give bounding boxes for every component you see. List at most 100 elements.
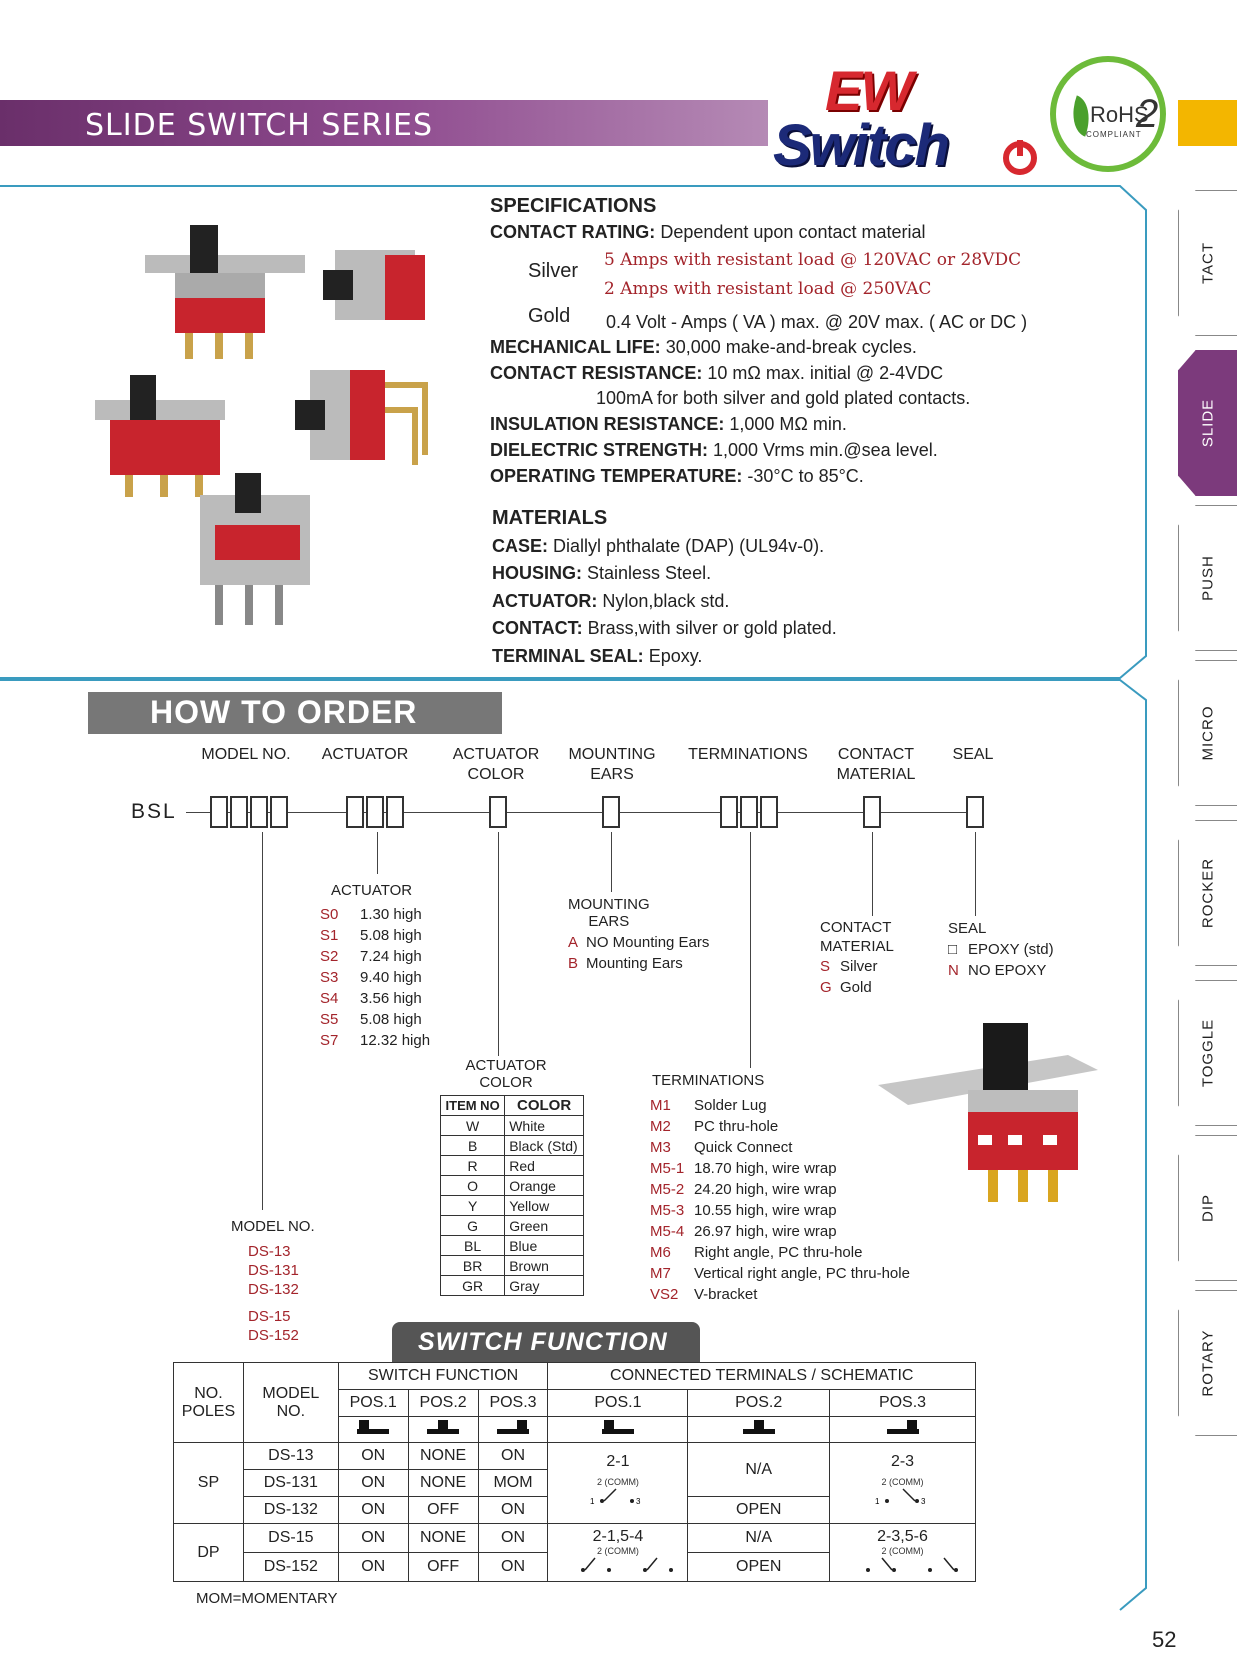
rohs-badge: RoHS 2 COMPLIANT [1050, 56, 1166, 172]
table-row: DS-152 ON OFF ON OPEN [174, 1552, 976, 1582]
tab-dip[interactable]: DIP [1178, 1135, 1237, 1281]
term-box-1 [720, 796, 738, 828]
hdr-seal: SEAL [952, 746, 994, 763]
actuator-color-leader [498, 832, 499, 1056]
gold-rating: 0.4 Volt - Amps ( VA ) max. @ 20V max. (… [606, 312, 1028, 332]
switch-photo-1 [145, 225, 305, 359]
product-photos [95, 225, 428, 625]
power-icon [1003, 140, 1037, 175]
terminations-title: TERMINATIONS [652, 1072, 765, 1089]
materials: MATERIALS CASE: Diallyl phthalate (DAP) … [492, 507, 837, 666]
brand-logo-bottom: Switch [773, 113, 950, 178]
mounting-leader [611, 832, 612, 892]
svg-text:1: 1 [590, 1497, 595, 1505]
actuator-center-icon [742, 1420, 775, 1434]
dp-pos3-schematic: 2-3,5-6 2 (COMM) [829, 1523, 976, 1582]
hdr-switch-function: SWITCH FUNCTION [337, 1362, 549, 1390]
footnote: MOM=MOMENTARY [196, 1590, 338, 1607]
model-box-4 [270, 796, 288, 828]
schematic-icon [580, 1557, 673, 1572]
list-item: □EPOXY (std) [948, 941, 1054, 958]
switch-photo-4 [295, 370, 428, 465]
spec-title: SPECIFICATIONS [490, 195, 657, 217]
seal-leader [975, 832, 976, 916]
hdr-model: MODEL NO. [201, 746, 291, 763]
series-title: SLIDE SWITCH SERIES [85, 108, 434, 143]
rohs-text: RoHS [1090, 102, 1149, 127]
list-item: DS-13 [248, 1243, 291, 1260]
rohs-number: 2 [1136, 92, 1159, 136]
how-to-order-bar: HOW TO ORDER [88, 692, 502, 734]
tab-push[interactable]: PUSH [1178, 505, 1237, 651]
model-box-1 [210, 796, 228, 828]
switch-function-title: SWITCH FUNCTION [418, 1328, 668, 1356]
terminations-leader [750, 832, 751, 1068]
hdr-poles: NO.POLES [173, 1362, 244, 1443]
page-number: 52 [1152, 1627, 1177, 1652]
rohs-compliant: COMPLIANT [1086, 130, 1142, 139]
model-leader [262, 832, 263, 1210]
model-list: DS-13 DS-131 DS-132 DS-15 DS-152 [248, 1242, 299, 1345]
tab-micro[interactable]: MICRO [1178, 660, 1237, 806]
series-title-bar: SLIDE SWITCH SERIES [0, 100, 768, 146]
actuator-right-icon [497, 1420, 530, 1434]
actuator-right-icon [886, 1420, 919, 1434]
svg-text:3: 3 [921, 1497, 926, 1505]
silver-rating-2: 2 Amps with resistant load @ 250VAC [604, 279, 932, 299]
table-row: DS-132 ON OFF ON OPEN [174, 1496, 976, 1524]
contact-material-leader [872, 832, 873, 916]
switch-function-tab: SWITCH FUNCTION [392, 1322, 700, 1362]
tab-rotary[interactable]: ROTARY [1178, 1290, 1237, 1436]
list-item: DS-152 [248, 1327, 299, 1344]
hdr-terminations: TERMINATIONS [688, 746, 808, 763]
hdr-actuator: ACTUATOR [321, 746, 409, 763]
tab-rocker[interactable]: ROCKER [1178, 820, 1237, 966]
silver-rating-1: 5 Amps with resistant load @ 120VAC or 2… [604, 250, 1022, 270]
tab-tact[interactable]: TACT [1178, 190, 1237, 336]
svg-text:3: 3 [636, 1497, 641, 1505]
silver-label: Silver [528, 260, 579, 282]
svg-text:1: 1 [875, 1497, 880, 1505]
table-row: DP DS-15 ON NONE ON 2-1,5-4 2 (COMM) N/A… [173, 1523, 976, 1582]
tab-toggle[interactable]: TOGGLE [1178, 980, 1237, 1126]
actuator-box-3 [386, 796, 404, 828]
term-box-2 [740, 796, 758, 828]
specifications: SPECIFICATIONS CONTACT RATING: Dependent… [490, 193, 1170, 244]
dp-pos1-schematic: 2-1,5-4 2 (COMM) [547, 1523, 689, 1582]
list-item: DS-15 [248, 1308, 291, 1325]
actuator-left-icon [357, 1420, 390, 1434]
switch-photo-3 [95, 375, 225, 497]
tab-slide[interactable]: SLIDE [1178, 350, 1237, 496]
list-item: DS-132 [248, 1281, 299, 1298]
